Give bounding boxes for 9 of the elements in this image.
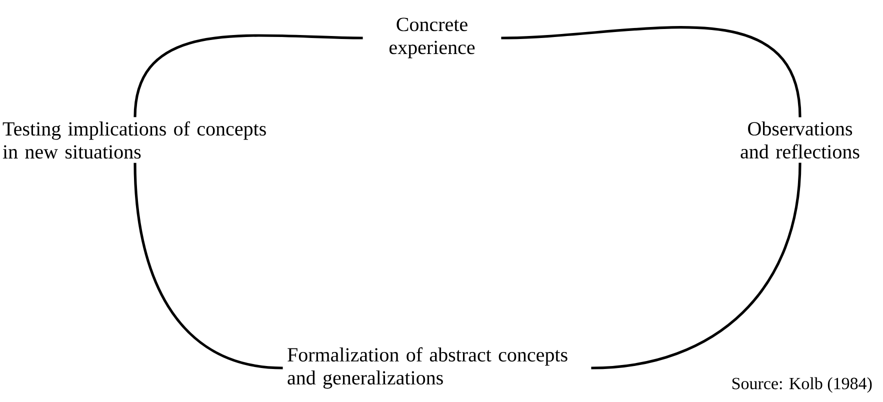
stage-text: Formalization of abstract concepts and generalizations [288,347,568,389]
stage-text: Testing implications of concepts in new situations [2,121,266,159]
stage-text: Concrete experience [390,18,475,58]
cycle-arc [134,34,363,118]
cycle-arc [501,26,802,118]
source-note: Source: Kolb (1984) [732,377,872,393]
stage-text: Observations and reflections [740,121,860,159]
cycle-arc [591,162,802,370]
cycle-arc [134,162,283,370]
